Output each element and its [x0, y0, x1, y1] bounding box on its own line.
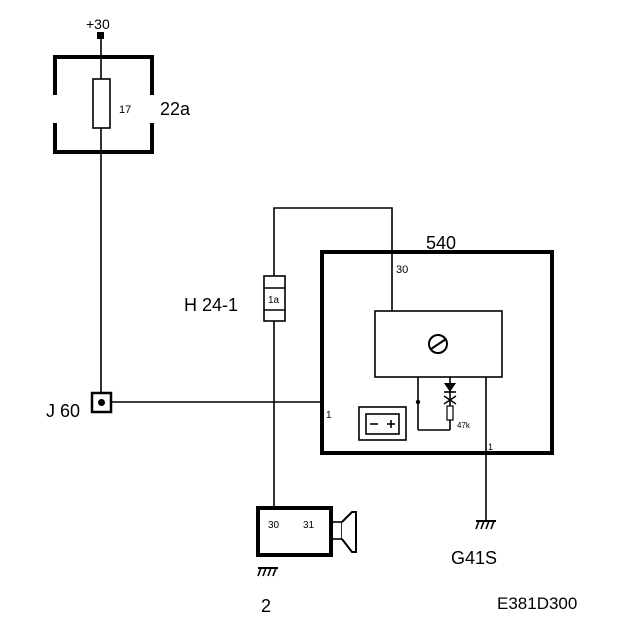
unit-pin-left: 1	[326, 410, 332, 421]
horn-unit	[256, 506, 357, 557]
sensor-icon	[428, 334, 448, 354]
fuse-icon	[92, 78, 111, 129]
figure-code: E381D300	[497, 594, 577, 613]
supply-terminal	[97, 32, 104, 39]
horn-ground-icon	[257, 567, 278, 577]
junction-dot	[415, 399, 421, 405]
unit-540-box	[320, 250, 554, 455]
fuse-box-label: 22a	[160, 99, 191, 119]
h24-connector	[263, 275, 286, 322]
supply-label: +30	[86, 16, 110, 32]
j60-connector	[90, 391, 113, 414]
h24-pin: 1a	[268, 295, 280, 306]
unit-pin-right: 1	[488, 442, 493, 452]
fuse-number: 17	[119, 104, 131, 116]
horn-pin-b: 31	[303, 520, 315, 531]
horn-label: 2	[261, 596, 271, 616]
ground-label: G41S	[451, 548, 497, 568]
unit-pin-top: 30	[396, 264, 408, 276]
ground-icon	[475, 520, 496, 530]
resistor-value: 47k	[457, 421, 471, 430]
battery-icon	[358, 406, 407, 441]
fuse-box	[50, 55, 157, 154]
sensor-module	[374, 310, 503, 378]
h24-label: H 24-1	[184, 295, 238, 315]
unit-label: 540	[426, 233, 456, 253]
resistor-icon	[443, 383, 457, 421]
j60-label: J 60	[46, 401, 80, 421]
horn-pin-a: 30	[268, 520, 280, 531]
top-loop-wire	[273, 207, 393, 311]
